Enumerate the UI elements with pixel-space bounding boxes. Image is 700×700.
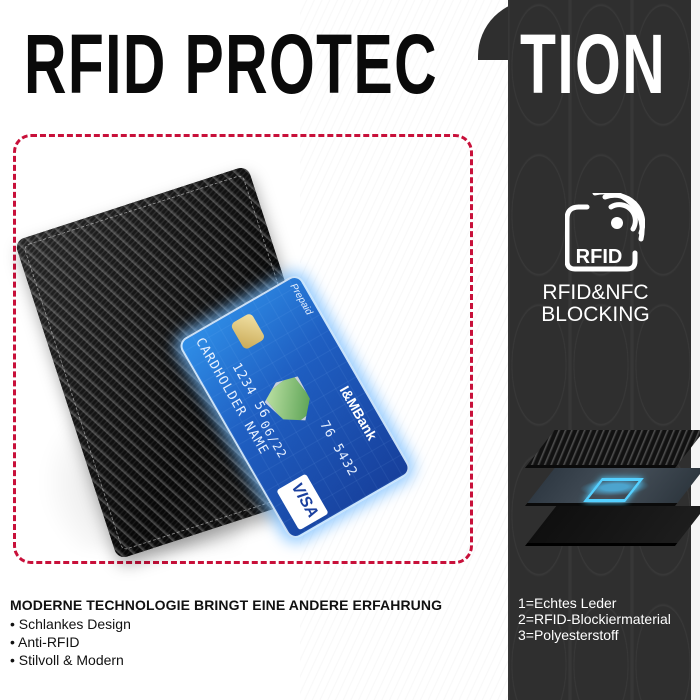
right-edge-strip: [691, 0, 700, 700]
layers-legend: 1=Echtes Leder 2=RFID-Blockiermaterial 3…: [518, 595, 671, 643]
headline-dark-part: RFID PROTEC: [24, 17, 438, 111]
legend-item-1: 1=Echtes Leder: [518, 595, 617, 611]
dark-side-panel: [508, 0, 691, 700]
layer-leather: [525, 430, 700, 468]
feature-item: Stilvoll & Modern: [10, 651, 442, 669]
card-chip-icon: [230, 312, 266, 351]
material-layers-diagram: [515, 420, 700, 555]
card-number-part2: 76 5432: [316, 418, 361, 480]
product-dashed-frame: [13, 134, 473, 564]
card-type-label: Prepaid: [287, 281, 314, 318]
feature-item: Anti-RFID: [10, 633, 442, 651]
layer-polyester: [525, 506, 700, 546]
features-list: Schlankes Design Anti-RFID Stilvoll & Mo…: [10, 615, 442, 669]
rfid-nfc-blocking-label: RFID&NFC BLOCKING: [500, 282, 691, 326]
visa-text: VISA: [287, 480, 322, 521]
rfid-signal-icon: RFID: [564, 189, 646, 275]
features-title: MODERNE TECHNOLOGIE BRINGT EINE ANDERE E…: [10, 597, 443, 613]
legend-item-3: 3=Polyesterstoff: [518, 627, 619, 643]
rfid-icon-text: RFID: [576, 246, 623, 268]
layer-rfid-blocking: [525, 468, 700, 506]
product-image: Prepaid CARDHOLDER NAME 1234 56 06/22 76…: [0, 120, 500, 590]
legend-item-2: 2=RFID-Blockiermaterial: [518, 611, 671, 627]
feature-item: Schlankes Design: [10, 615, 442, 633]
features-block: MODERNE TECHNOLOGIE BRINGT EINE ANDERE E…: [10, 597, 442, 669]
card-bank-logo: I&MBank: [336, 383, 381, 443]
rfid-label-line2: BLOCKING: [541, 303, 650, 326]
headline-light-part: TION: [520, 17, 667, 111]
rfid-label-line1: RFID&NFC: [542, 281, 649, 304]
shield-pattern-texture: [508, 0, 691, 700]
page-headline: RFID PROTEC TION: [0, 6, 700, 116]
visa-logo: VISA: [276, 473, 329, 531]
